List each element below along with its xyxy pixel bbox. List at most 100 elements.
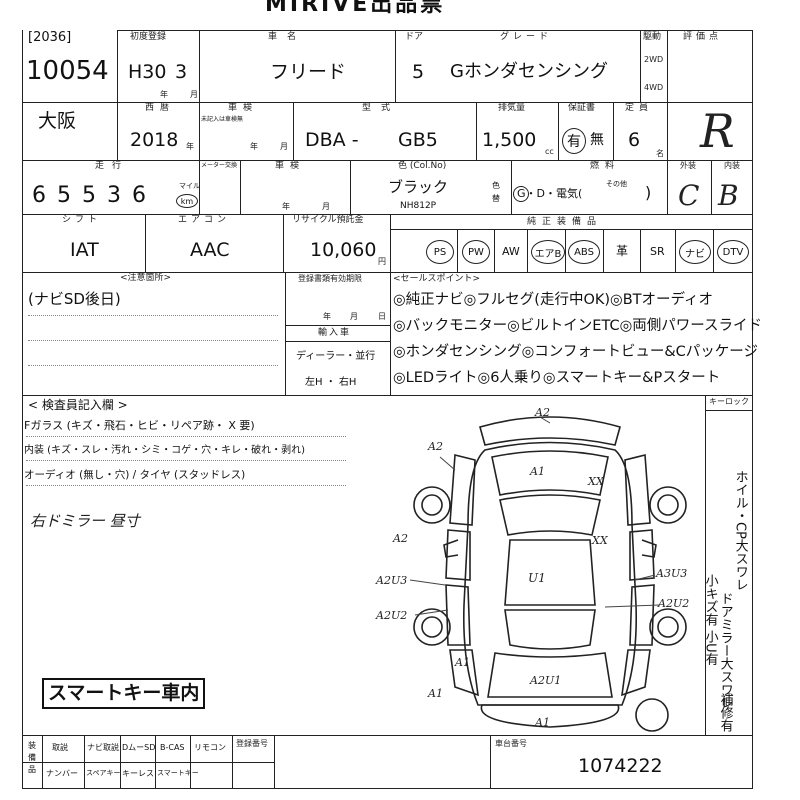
col-aircon [145,214,147,272]
col-regdoc [285,272,287,395]
label-capacity: 定員 [625,103,654,113]
col-ext [711,160,713,214]
frame-bottom [22,788,753,790]
col-score [667,30,669,214]
label-displacement: 排気量 [498,103,526,113]
option-abs: ABS [568,240,600,264]
rule-keylock [705,410,753,412]
opt-sep5 [603,229,605,272]
opt-sep1 [457,229,459,272]
label-color: 色 (Col.No) [398,161,447,171]
col-footer1 [42,735,44,788]
label-inspector: < 検査員記入欄 > [28,398,128,412]
label-warranty: 保証書 [568,103,596,113]
label-shaken: 車検 [228,103,259,113]
fuel-close: ) [645,183,652,202]
opt-sep7 [675,229,677,272]
inspector-line2: 内装 (キズ・スレ・汚れ・シミ・コゲ・穴・キレ・破れ・剥れ) [24,445,305,456]
option-airbag: エアB [531,240,565,264]
side-note-1: ホイル・CP大スワレ [732,470,748,591]
damage-mark: A2U2 [376,609,408,622]
fuel-options: G・D・電気( [517,187,583,200]
col-options [390,214,392,272]
inspector-hand-note: 右ドミラー 昼寸 [30,512,140,530]
label-aircon: エアコン [178,215,231,225]
color-change: 色替 [492,181,500,203]
rule-import2 [285,341,390,343]
option-pw: PW [462,240,490,264]
footer-item-dvd: DムーSD [122,743,156,752]
model-prefix: DBA - [305,129,359,151]
rule-row3 [22,214,753,216]
rule-row4 [22,272,753,274]
label-door: ドア [405,32,424,42]
recycle-value: 10,060 [310,239,377,261]
col-footer5 [190,735,192,788]
warranty-yes: 有 [562,128,586,154]
label-tsuki2: 月 [280,142,288,151]
label-tsuki: 月 [190,90,198,99]
label-keylock: キーロック [709,397,749,406]
label-tsuki3: 月 [322,202,330,211]
form-title: MIRIVE出品票 [265,0,446,17]
damage-mark: A2U3 [376,574,408,587]
label-score: 評価点 [683,32,723,42]
label-nen: 年 [160,90,168,99]
option-sr: SR [650,245,665,258]
col-sales [390,272,392,395]
damage-mark: A2U1 [530,674,562,687]
col-footer4 [155,735,157,788]
label-serial: 車台番号 [495,739,527,748]
sales-point-2: ◎バックモニター◎ビルトインETC◎両側パワースライド [393,318,763,334]
insp-dotline2 [26,460,346,461]
rule-lot [22,102,118,104]
opt-sep3 [527,229,529,272]
notes-dotline1 [28,315,278,316]
frame-right [752,30,754,788]
aircon-value: AAC [190,239,230,261]
frame-left [22,30,24,788]
damage-mark: A1 [428,687,443,700]
mile-unit: マイル [179,182,200,190]
interior-grade: B [718,179,739,212]
option-dtv: DTV [717,240,749,264]
capacity-value: 6 [628,129,641,151]
label-shift: シフト [62,215,102,225]
car-diagram [409,416,687,732]
exterior-grade: C [678,179,700,212]
rule-footer [22,735,753,737]
label-interior: 内装 [724,161,740,170]
rule-row5 [22,395,753,397]
label-nen4: 年 [282,202,290,211]
col-name [293,102,295,160]
option-ps: PS [426,240,454,264]
fuel-other: その他 [606,180,627,188]
label-model: 型式 [362,103,401,113]
col-shaken2 [240,160,242,214]
notes-dotline2 [28,340,278,341]
capacity-unit: 名 [656,149,664,158]
col-grade [476,102,478,160]
label-sales-points: <セールスポイント> [393,274,481,284]
label-notes: <注意箇所> [120,273,172,283]
label-odometer-swap: メーター交換 [201,162,238,169]
damage-mark: A2 [393,532,408,545]
col-color [350,160,352,214]
door-count: 5 [412,61,425,83]
displacement-value: 1,500 [482,129,537,151]
notes-text: (ナビSD後日) [28,290,121,308]
col-footer2 [84,735,86,788]
col-footer7 [274,735,276,788]
label-grade: グレード [500,32,553,42]
rule-row1 [117,102,753,104]
label-shaken3: 車検 [275,161,306,171]
option-aw: AW [502,245,520,258]
insp-dotline3 [26,485,346,486]
col-recycle [283,214,285,272]
label-first-reg: 初度登録 [130,32,167,42]
label-name: 車名 [268,32,307,42]
rule-row2 [22,160,753,162]
col-mileage [199,160,201,214]
footer-row-label: 装備品 [28,741,36,774]
km-unit: km [176,194,198,208]
